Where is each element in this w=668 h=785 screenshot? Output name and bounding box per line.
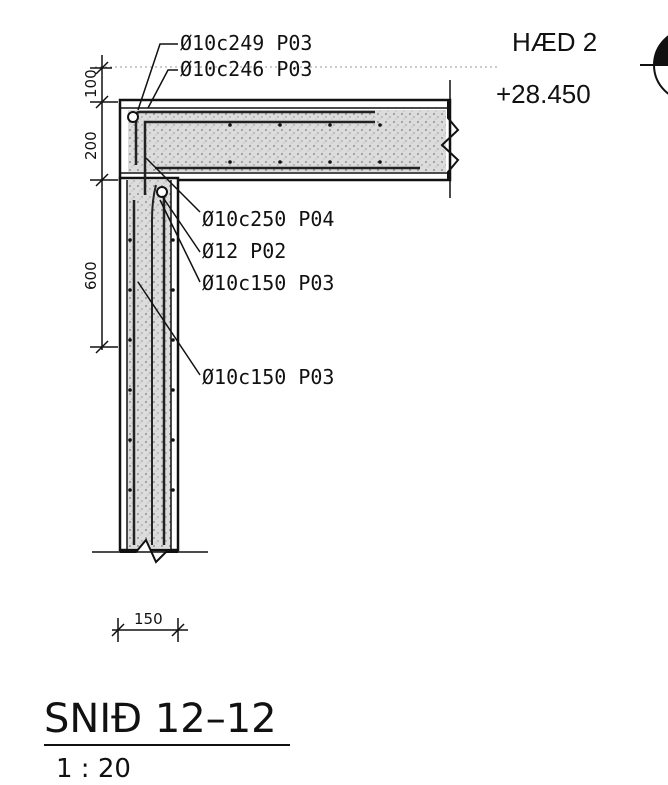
callout-top-2: Ø10c246 P03	[180, 57, 312, 81]
wall	[92, 176, 208, 564]
callout-low-1: Ø10c150 P03	[202, 365, 334, 389]
dimension-600: 600	[82, 261, 100, 290]
callout-top-1: Ø10c249 P03	[180, 31, 312, 55]
level-name: HÆD 2	[512, 27, 597, 57]
level-elevation: +28.450	[496, 79, 591, 109]
dimension-150: 150	[134, 610, 163, 628]
rebar-section-dots	[127, 111, 382, 492]
floor-slab	[118, 80, 460, 198]
section-title: SNIÐ 12–12	[44, 696, 277, 742]
dimension-100: 100	[82, 69, 100, 98]
leader-lines	[137, 43, 201, 376]
dimension-200: 200	[82, 131, 100, 160]
horizontal-dimension	[111, 618, 188, 642]
section-scale: 1 : 20	[56, 754, 131, 784]
callout-mid-3: Ø10c150 P03	[202, 271, 334, 295]
callout-mid-2: Ø12 P02	[202, 239, 286, 263]
callout-mid-1: Ø10c250 P04	[202, 207, 334, 231]
vertical-dimension-chain	[90, 55, 118, 354]
level-marker-icon	[640, 35, 668, 95]
